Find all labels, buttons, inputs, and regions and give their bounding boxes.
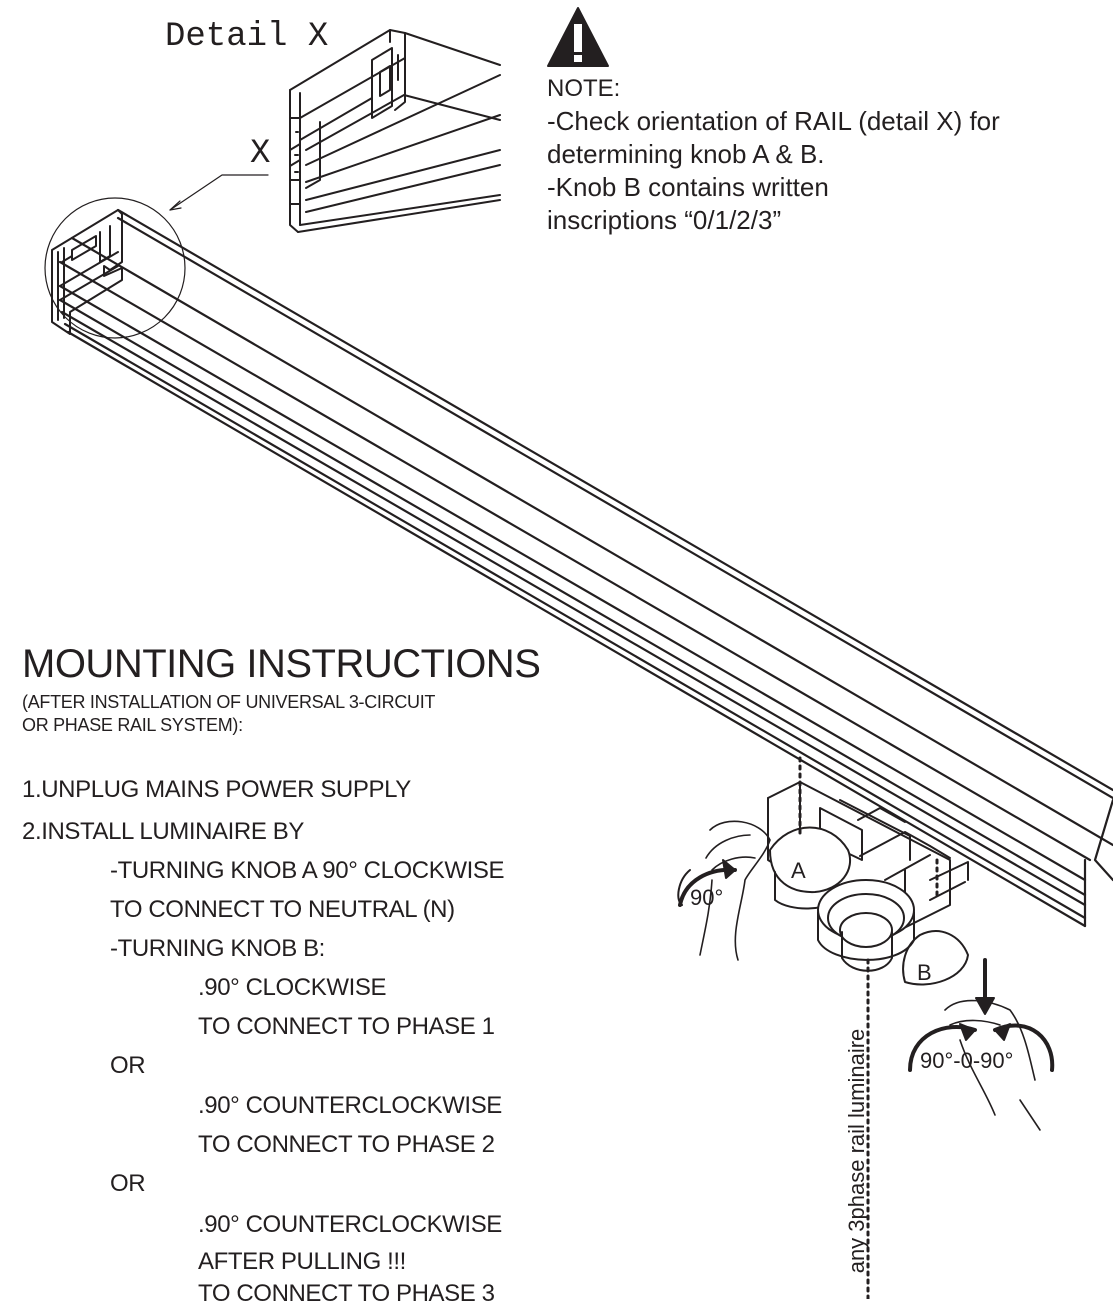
step-b-option-1: .90° CLOCKWISE [198,974,387,1001]
detail-circle [44,197,186,339]
step-2-knob-b: -TURNING KNOB B: [110,935,325,962]
step-b-option-3: .90° COUNTERCLOCKWISE [198,1211,502,1238]
step-b-option-3-target: TO CONNECT TO PHASE 3 [198,1280,495,1307]
step-2: 2.INSTALL LUMINAIRE BY [22,818,304,845]
detail-x-profile [289,29,501,233]
angle-a-label: 90° [690,885,724,910]
note-line: determining knob A & B. [547,139,825,169]
note-line: -Check orientation of RAIL (detail X) fo… [547,106,1000,136]
note-heading: NOTE: [547,75,621,102]
instructions-title: MOUNTING INSTRUCTIONS [22,642,541,686]
note-line: inscriptions “0/1/2/3” [547,205,782,235]
hand-b [944,999,1041,1131]
instructions-subtitle: (AFTER INSTALLATION OF UNIVERSAL 3-CIRCU… [22,691,435,737]
subtitle-line: (AFTER INSTALLATION OF UNIVERSAL 3-CIRCU… [22,692,436,712]
step-b-option-3-note: AFTER PULLING !!! [198,1248,406,1275]
detail-callout: X [250,135,271,173]
knob-b-label: B [917,960,932,985]
detail-title: Detail X [165,18,329,56]
step-b-option-2: .90° COUNTERCLOCKWISE [198,1092,502,1119]
subtitle-line: OR PHASE RAIL SYSTEM): [22,715,243,735]
step-2-knob-a-target: TO CONNECT TO NEUTRAL (N) [110,896,455,923]
note-line: -Knob B contains written [547,172,829,202]
step-b-option-1-target: TO CONNECT TO PHASE 1 [198,1013,495,1040]
step-or: OR [110,1170,146,1197]
step-1: 1.UNPLUG MAINS POWER SUPPLY [22,776,411,803]
angle-b-label: 90°-0-90° [920,1048,1014,1073]
leader-line [169,174,269,211]
warning-icon [547,7,609,67]
knob-b [817,879,969,986]
vertical-luminaire-label: any 3phase rail luminaire [844,1028,869,1274]
knob-a [769,826,851,910]
track-rail [58,208,1113,928]
axis-lines [798,756,939,1299]
knob-a-label: A [791,858,806,883]
note-block: NOTE: -Check orientation of RAIL (detail… [547,72,1000,237]
step-b-option-2-target: TO CONNECT TO PHASE 2 [198,1131,495,1158]
step-or: OR [110,1052,146,1079]
hand-a [699,820,771,961]
step-2-knob-a: -TURNING KNOB A 90° CLOCKWISE [110,857,505,884]
